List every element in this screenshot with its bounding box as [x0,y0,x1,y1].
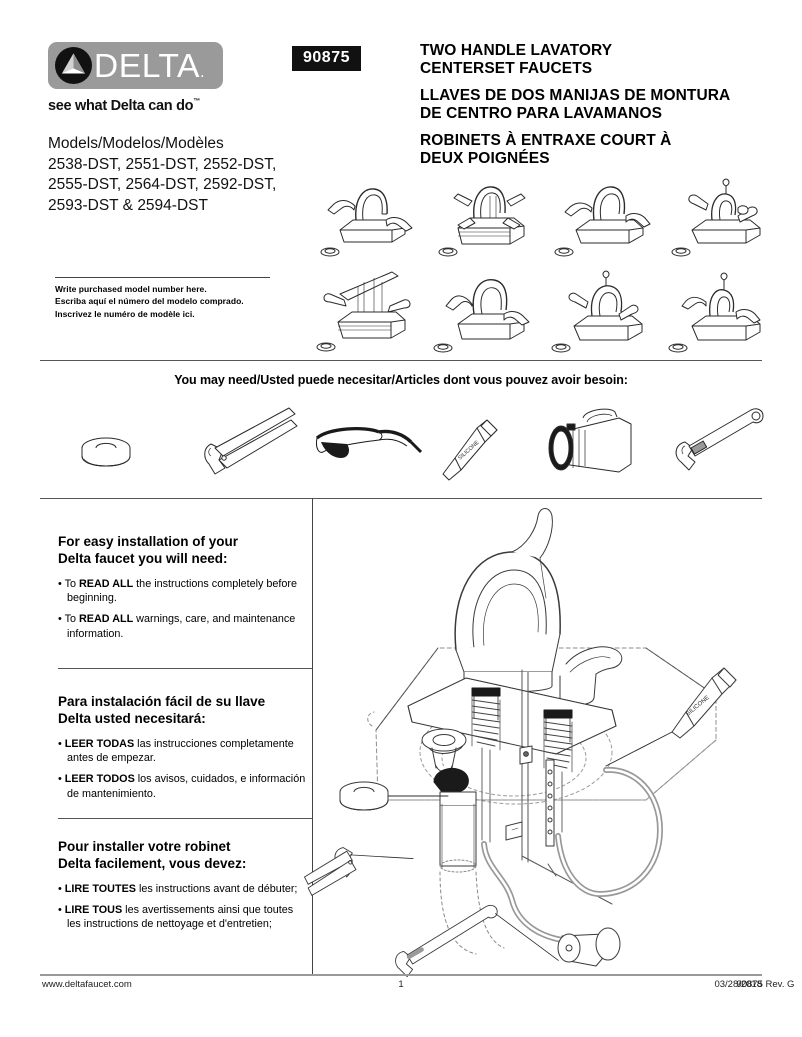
adjustable-wrench-icon [655,400,775,496]
models-heading: Models/Modelos/Modèles [48,135,224,152]
title-french: ROBINETS À ENTRAXE COURT À DEUX POIGNÉES [420,131,672,167]
divider-mid [40,498,762,499]
header: DELTA. see what Delta can do™ 90875 TWO … [0,0,802,360]
plumbers-tape-icon [65,400,185,496]
product-titles: TWO HANDLE LAVATORY CENTERSET FAUCETS LL… [420,42,770,168]
delta-logo-block: DELTA. see what Delta can do™ [48,42,233,114]
footer-website[interactable]: www.deltafaucet.com [42,979,132,990]
faucet-gallery-row-2 [300,264,780,356]
tools-row: SILICONE [45,400,765,496]
instructions-es-list: • LEER TODAS las instrucciones completam… [58,737,308,801]
model-numbers: Models/Modelos/Modèles 2538-DST, 2551-DS… [48,134,318,216]
part-number-badge: 90875 [292,46,361,71]
list-item: • LEER TODOS los avisos, cuidados, e inf… [58,773,306,800]
faucet-illustration-4 [664,168,776,260]
faucet-gallery [300,168,780,353]
faucet-illustration-5 [308,264,420,356]
instructions-fr-heading: Pour installer votre robinet Delta facil… [58,839,247,871]
safety-glasses-icon [307,400,427,496]
divider-footer [40,974,762,976]
footer-page-number: 1 [398,979,404,990]
faucet-illustration-7 [546,264,658,356]
write-model-fr: Inscrivez le numéro de modèle ici. [55,308,195,319]
you-may-need-title: You may need/Usted puede necesitar/Artic… [174,373,628,387]
list-item: • LIRE TOUTES les instructions avant de … [58,882,298,895]
delta-wordmark: DELTA. [93,47,206,84]
delta-triangle-logo-icon [55,47,92,84]
instructions-english: For easy installation of your Delta fauc… [58,534,308,648]
title-english: TWO HANDLE LAVATORY CENTERSET FAUCETS [420,42,613,77]
silicone-tube-icon: SILICONE [427,400,547,496]
footer-revision: 90875 Rev. G [736,979,795,990]
section-divider-2 [58,818,312,819]
faucet-installation-exploded-diagram: SILICONE [304,500,766,978]
column-divider [312,498,313,975]
write-model-en: Write purchased model number here. [55,284,207,294]
faucet-illustration-8 [664,264,776,356]
instructions-en-list: • To READ ALL the instructions completel… [58,577,308,641]
footer-revision-block: 03/28/2018 90875 Rev. G [714,979,794,990]
delta-tagline: see what Delta can do™ [48,98,200,114]
faucet-illustration-2 [428,168,540,260]
instructions-fr-list: • LIRE TOUTES les instructions avant de … [58,882,308,932]
instructions-es-heading: Para instalación fácil de su llave Delta… [58,694,266,726]
footer-date: 03/28/2018 [714,979,762,990]
list-item: • LIRE TOUS les avertissements ainsi que… [58,904,294,931]
faucet-illustration-1 [308,168,420,260]
delta-logo-badge: DELTA. [48,42,223,89]
faucet-illustration-3 [546,168,658,260]
instructions-french: Pour installer votre robinet Delta facil… [58,839,308,939]
divider-top [40,360,762,361]
section-divider-1 [58,668,312,669]
faucet-illustration-6 [428,264,540,356]
write-model-es: Escriba aquí el número del modelo compra… [55,296,244,307]
instructions-column: For easy installation of your Delta fauc… [40,498,312,975]
title-spanish: LLAVES DE DOS MANIJAS DE MONTURA DE CENT… [420,86,731,122]
write-in-line[interactable] [55,277,270,278]
instructions-en-heading: For easy installation of your Delta fauc… [58,534,239,566]
list-item: • LEER TODAS las instrucciones completam… [58,737,294,764]
write-model-number-area: Write purchased model number here. Escri… [55,277,270,320]
tongue-groove-pliers-icon [185,400,305,496]
flashlight-icon [523,400,643,496]
list-item: • To READ ALL warnings, care, and mainte… [58,613,296,640]
list-item: • To READ ALL the instructions completel… [58,577,298,604]
instructions-spanish: Para instalación fácil de su llave Delta… [58,694,308,808]
faucet-gallery-row-1 [300,168,780,260]
